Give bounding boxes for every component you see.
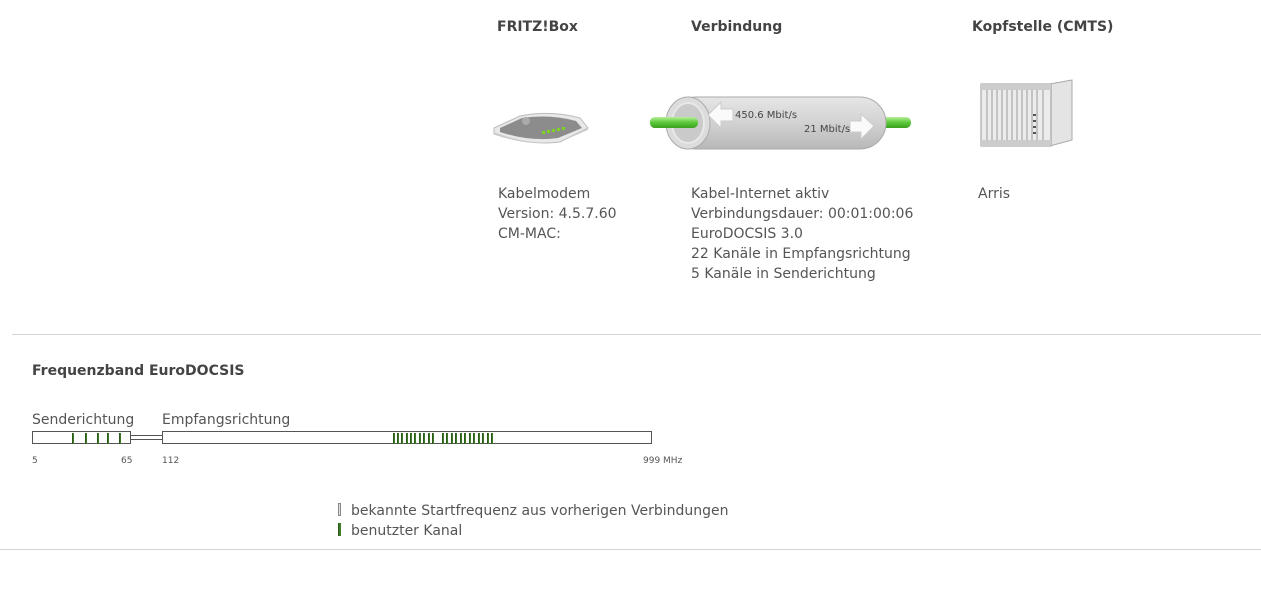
channel-bar	[455, 433, 457, 444]
tick-end: 999 MHz	[643, 456, 683, 466]
fritzbox-info: Kabelmodem Version: 4.5.7.60 CM-MAC:	[498, 184, 617, 244]
channel-bar	[419, 433, 421, 444]
channel-bar	[469, 433, 471, 444]
channel-bar	[85, 433, 87, 444]
downstream-channel-count: 22 Kanäle in Empfangsrichtung	[691, 246, 911, 262]
fritzbox-title: FRITZ!Box	[497, 19, 578, 35]
connection-info: Kabel-Internet aktiv Verbindungsdauer: 0…	[691, 184, 913, 284]
channel-bar	[451, 433, 453, 444]
connection-pipe: 450.6 Mbit/s 21 Mbit/s	[648, 94, 913, 152]
cmts-title: Kopfstelle (CMTS)	[972, 19, 1114, 35]
channel-bar	[119, 433, 121, 444]
channel-bar	[482, 433, 484, 444]
used-channel-swatch-icon	[338, 523, 341, 536]
fritzbox-version: Version: 4.5.7.60	[498, 206, 617, 222]
channel-bar	[473, 433, 475, 444]
channel-bar	[487, 433, 489, 444]
connection-title: Verbindung	[691, 19, 783, 35]
router-icon	[490, 100, 590, 154]
channel-bar	[446, 433, 448, 444]
fritzbox-cm-mac: CM-MAC:	[498, 226, 561, 242]
channel-bar	[478, 433, 480, 444]
legend-label: benutzter Kanal	[351, 523, 463, 539]
known-frequency-swatch-icon	[338, 503, 341, 516]
connection-status: Kabel-Internet aktiv	[691, 186, 830, 202]
cable-pipe-icon	[650, 96, 911, 150]
tick-downstream-start: 112	[162, 456, 180, 466]
connection-duration: Verbindungsdauer: 00:01:00:06	[691, 206, 914, 222]
channel-bar	[491, 433, 493, 444]
downstream-band-label: Empfangsrichtung	[162, 412, 291, 428]
channel-bar	[393, 433, 395, 444]
downstream-rate: 450.6 Mbit/s	[735, 110, 798, 121]
fritzbox-type: Kabelmodem	[498, 186, 591, 202]
channel-bar	[432, 433, 434, 444]
tick-start: 5	[32, 456, 38, 466]
channel-bar	[72, 433, 74, 444]
channel-bar	[464, 433, 466, 444]
channel-bar	[460, 433, 462, 444]
server-rack-icon	[978, 78, 1074, 152]
tick-upstream-end: 65	[121, 456, 133, 466]
channel-bar	[410, 433, 412, 444]
channel-bar	[397, 433, 399, 444]
channel-bar	[428, 433, 430, 444]
channel-bar	[414, 433, 416, 444]
downstream-band	[162, 431, 652, 444]
upstream-channel-count: 5 Kanäle in Senderichtung	[691, 266, 876, 282]
divider-bottom	[0, 549, 1261, 550]
channel-bar	[401, 433, 403, 444]
frequency-section-title: Frequenzband EuroDOCSIS	[32, 363, 245, 379]
docsis-version: EuroDOCSIS 3.0	[691, 226, 803, 242]
upstream-rate: 21 Mbit/s	[804, 124, 851, 135]
legend-label: bekannte Startfrequenz aus vorherigen Ve…	[351, 503, 729, 519]
channel-bar	[97, 433, 99, 444]
upstream-band-label: Senderichtung	[32, 412, 135, 428]
cmts-info: Arris	[978, 184, 1010, 204]
channel-bar	[423, 433, 425, 444]
cmts-vendor: Arris	[978, 186, 1011, 202]
band-connector	[131, 435, 162, 440]
channel-bar	[442, 433, 444, 444]
channel-bar	[107, 433, 109, 444]
divider-top	[12, 334, 1261, 335]
channel-bar	[406, 433, 408, 444]
upstream-band	[32, 431, 131, 444]
